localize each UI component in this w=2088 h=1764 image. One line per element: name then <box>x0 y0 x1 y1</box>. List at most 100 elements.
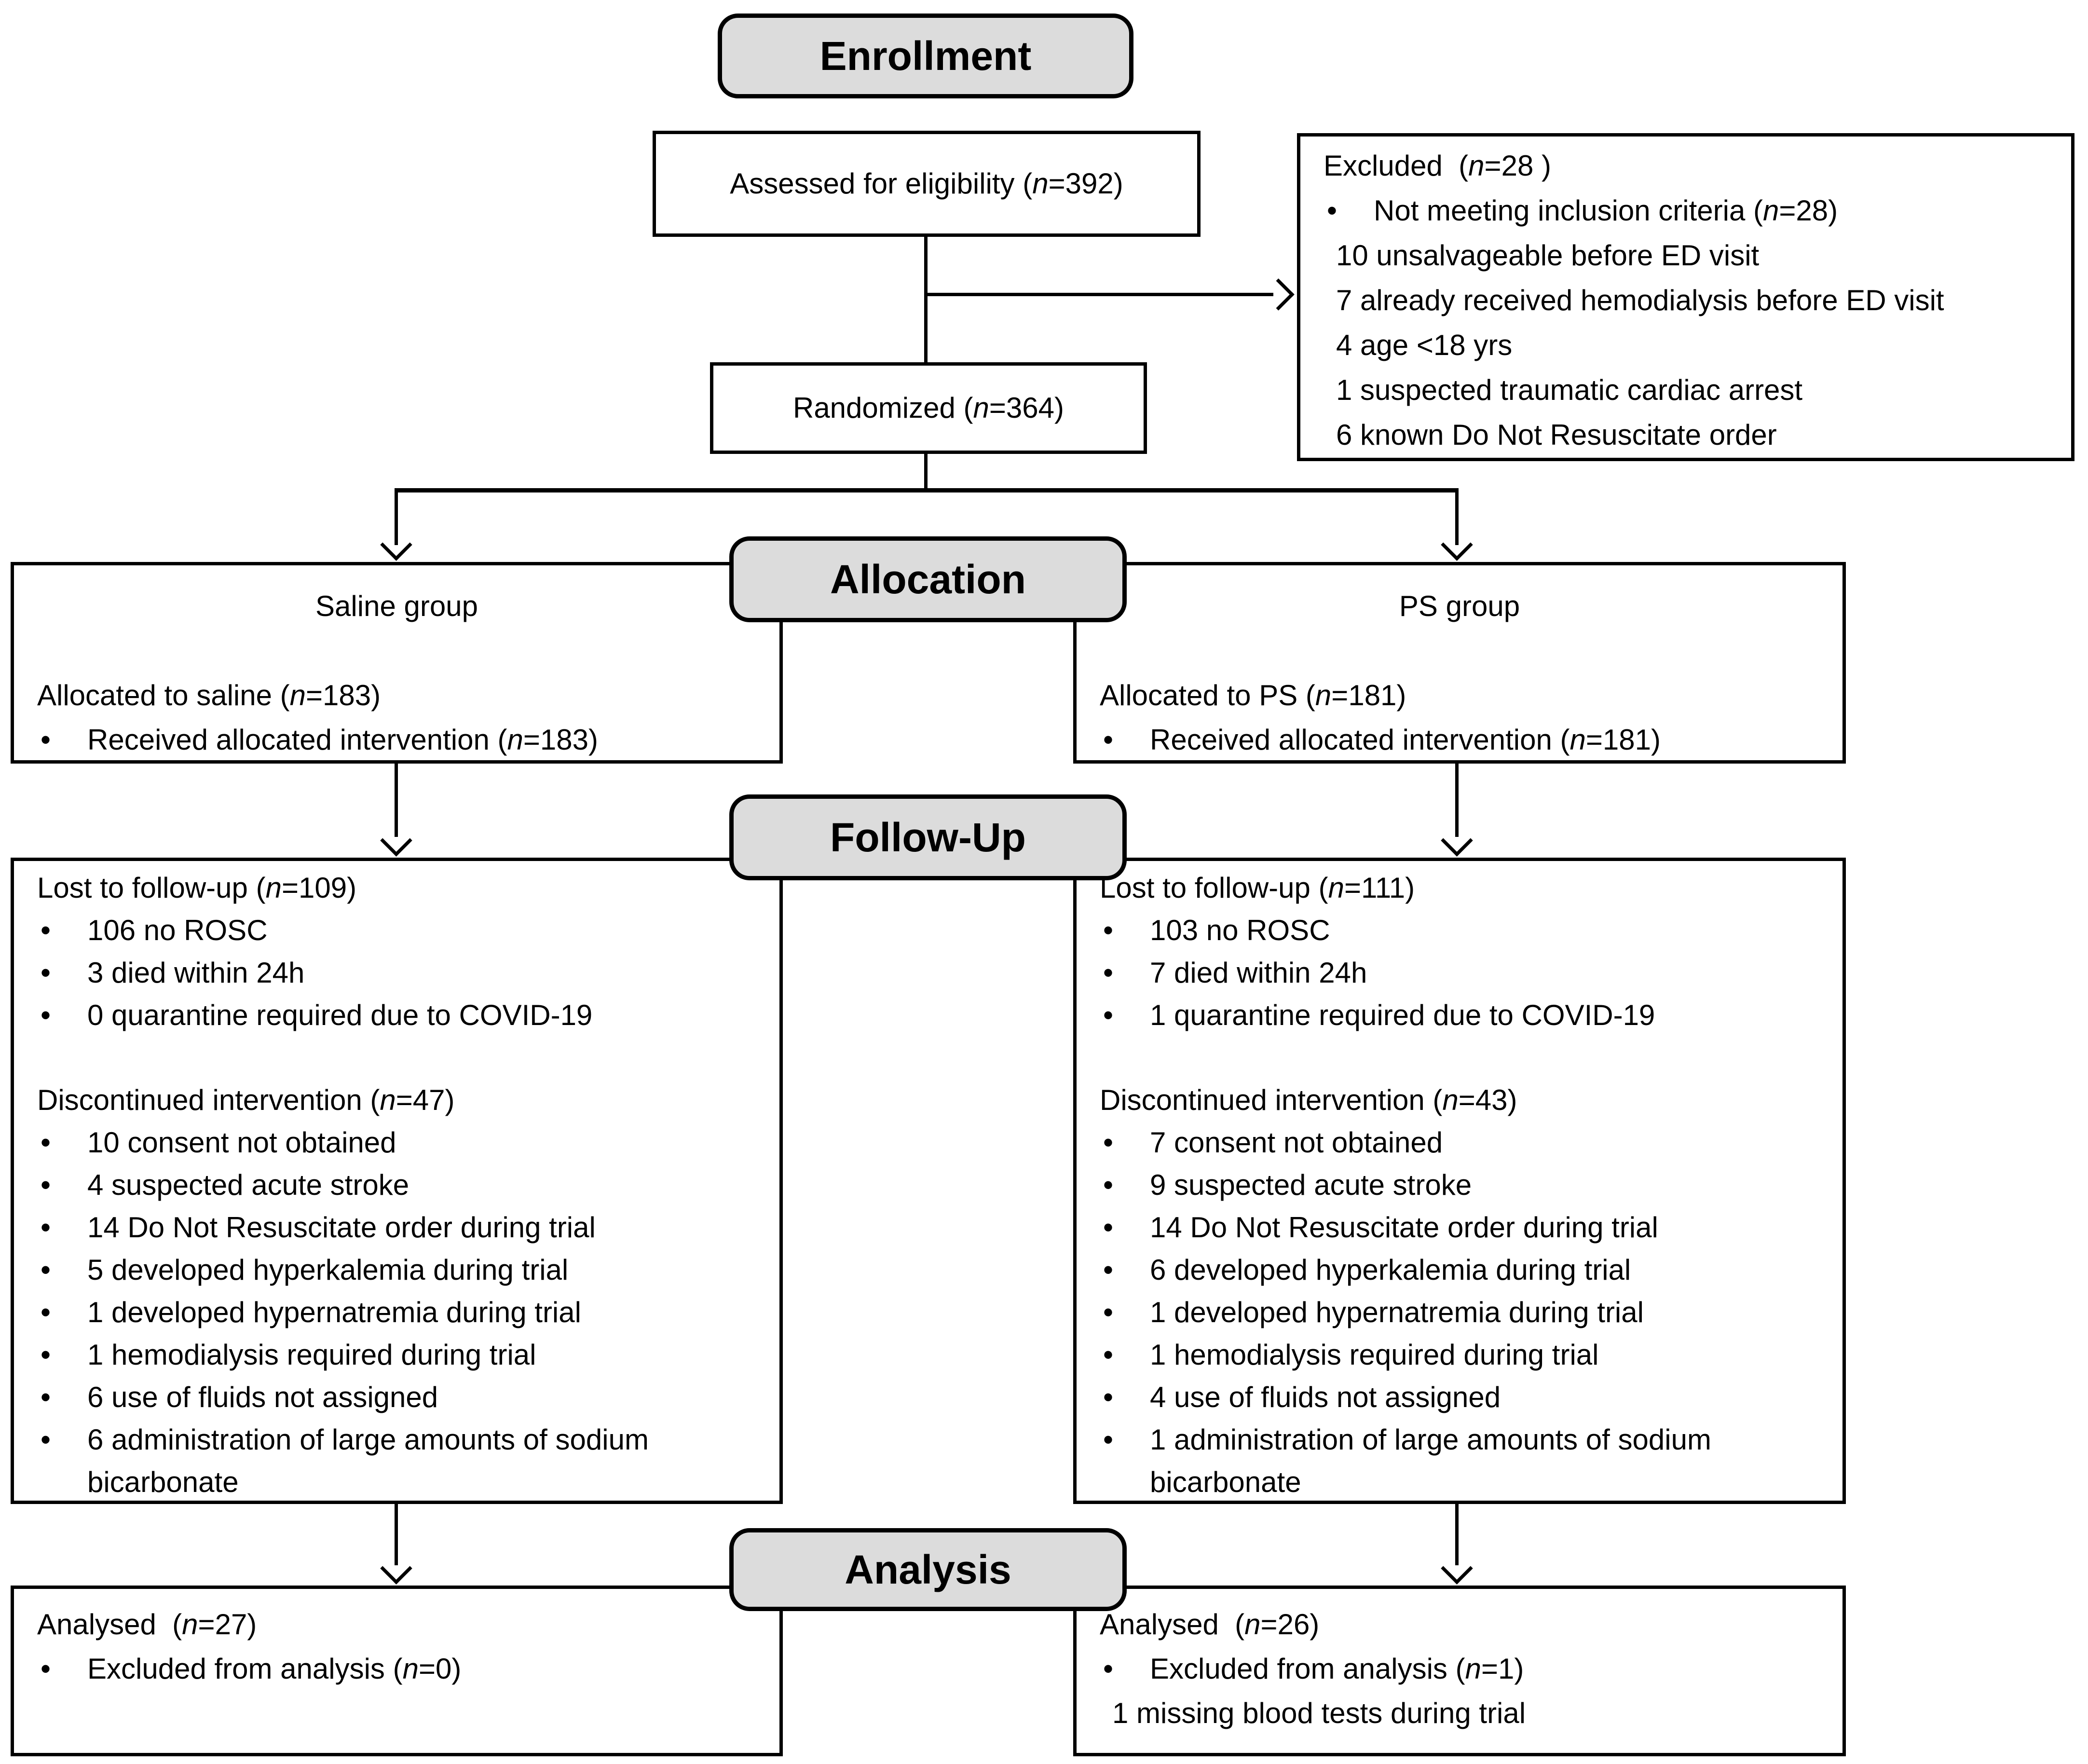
connector-branch-to-saline <box>395 488 398 545</box>
text-line: • 103 no ROSC <box>1077 909 1842 952</box>
text-line-content: Lost to follow-up (n=111) <box>1100 872 1415 904</box>
arrowhead-right-icon <box>1262 278 1295 311</box>
text-line-content: 1 quarantine required due to COVID-19 <box>1150 999 1655 1031</box>
text-line: •4 suspected acute stroke <box>14 1164 779 1206</box>
saline-group-content: Allocated to saline (n=183)•Received all… <box>14 673 779 762</box>
text-line: Lost to follow-up (n=111) <box>1077 867 1842 909</box>
text-line-content: 1 developed hypernatremia during trial <box>1150 1296 1644 1328</box>
text-line-content: 103 no ROSC <box>1150 914 1330 946</box>
bullet-marker: • <box>41 999 51 1031</box>
bullet-marker: • <box>41 1423 51 1456</box>
text-line: •14 Do Not Resuscitate order during tria… <box>14 1206 779 1249</box>
text-line: •3 died within 24h <box>14 952 779 994</box>
text-line-content: 1 suspected traumatic cardiac arrest <box>1336 374 1803 406</box>
text-line-content: 14 Do Not Resuscitate order during trial <box>87 1211 596 1244</box>
text-line-content: Not meeting inclusion criteria (n=28) <box>1374 194 1838 227</box>
arrowhead-down-icon <box>1441 824 1473 857</box>
text-line: •Received allocated intervention (n=183) <box>14 718 779 762</box>
allocation-header: Allocation <box>729 536 1127 622</box>
text-line: • 0 quarantine required due to COVID-19 <box>14 994 779 1037</box>
text-line-content: 4 suspected acute stroke <box>87 1169 409 1201</box>
text-line: Randomized (n=364) <box>793 386 1064 430</box>
text-line: • Not meeting inclusion criteria (n=28) <box>1300 188 2071 233</box>
text-line-content: Assessed for eligibility (n=392) <box>730 167 1123 200</box>
text-line: •Excluded from analysis (n=1) <box>1077 1647 1842 1691</box>
text-line-content: 106 no ROSC <box>87 914 268 946</box>
saline-group-box: Saline group Allocated to saline (n=183)… <box>11 562 783 764</box>
bullet-marker: • <box>1103 999 1114 1031</box>
text-line-content: 0 quarantine required due to COVID-19 <box>87 999 593 1031</box>
text-line: Excluded (n=28 ) <box>1300 143 2071 188</box>
text-line-content: Excluded from analysis (n=0) <box>87 1653 462 1685</box>
connector-ps-to-followup <box>1455 763 1459 837</box>
text-line-content: 1 developed hypernatremia during trial <box>87 1296 581 1328</box>
text-line-content: 4 use of fluids not assigned <box>1150 1381 1501 1413</box>
connector-assessed-to-randomized <box>924 236 928 362</box>
ps-group-content: Allocated to PS (n=181) • Received allocat… <box>1077 673 1842 762</box>
ps-group-box: PS group Allocated to PS (n=181) • Receive… <box>1073 562 1846 764</box>
ps-group-title: PS group <box>1399 590 1520 622</box>
text-line: Analysed (n=27) <box>14 1602 779 1647</box>
text-line: 7 already received hemodialysis before E… <box>1300 278 2071 323</box>
text-line: •6 use of fluids not assigned <box>14 1376 779 1419</box>
text-line-content: 6 known Do Not Resuscitate order <box>1336 419 1777 451</box>
text-line-content: Allocated to PS (n=181) <box>1100 679 1406 711</box>
bullet-marker: • <box>1327 194 1337 227</box>
text-line: • 5 developed hyperkalemia during trial <box>14 1249 779 1291</box>
analysis-header-label: Analysis <box>845 1546 1011 1592</box>
text-line: • 1 quarantine required due to COVID-19 <box>1077 994 1842 1037</box>
excluded-box: Excluded (n=28 ) • Not meeting inclusion c… <box>1297 133 2074 461</box>
bullet-marker: • <box>1103 1126 1114 1159</box>
bullet-marker: • <box>41 1339 51 1371</box>
text-line-content: 6 use of fluids not assigned <box>87 1381 438 1413</box>
text-line: • 1 developed hypernatremia during trial <box>1077 1291 1842 1334</box>
bullet-marker: • <box>1103 1339 1114 1371</box>
connector-branch-to-ps <box>1455 488 1459 545</box>
arrowhead-down-icon <box>1441 529 1473 561</box>
bullet-marker: • <box>1103 1296 1114 1328</box>
text-line: • 1 hemodialysis required during trial <box>1077 1334 1842 1376</box>
text-line: Lost to follow-up (n=109) <box>14 867 779 909</box>
arrowhead-down-icon <box>380 824 412 857</box>
text-line: 4 age <18 yrs <box>1300 323 2071 368</box>
bullet-marker: • <box>1103 1423 1114 1456</box>
text-line-content: 9 suspected acute stroke <box>1150 1169 1472 1201</box>
followup-header: Follow-Up <box>729 794 1127 880</box>
connector-followup-to-analysis-left <box>395 1504 398 1565</box>
enrollment-header: Enrollment <box>718 14 1133 98</box>
bullet-marker: • <box>1103 724 1114 756</box>
bullet-marker: • <box>41 1254 51 1286</box>
connector-followup-to-analysis-right <box>1455 1504 1459 1565</box>
bullet-marker: • <box>1103 1254 1114 1286</box>
bullet-marker: • <box>41 1296 51 1328</box>
text-line-content: 4 age <18 yrs <box>1336 329 1513 361</box>
branch-line <box>395 488 1459 492</box>
text-line: Analysed (n=26) <box>1077 1602 1842 1647</box>
text-line: •1 hemodialysis required during trial <box>14 1334 779 1376</box>
text-line: • 7 consent not obtained <box>1077 1121 1842 1164</box>
text-line: •6 administration of large amounts of so… <box>14 1419 779 1504</box>
bullet-marker: • <box>1103 914 1114 946</box>
bullet-marker: • <box>1103 1169 1114 1201</box>
text-line-content: 10 consent not obtained <box>87 1126 396 1159</box>
followup-saline-box: Lost to follow-up (n=109) • 106 no ROSC •3 … <box>11 858 783 1504</box>
text-line-content: Lost to follow-up (n=109) <box>37 872 357 904</box>
bullet-marker: • <box>41 957 51 989</box>
assessed-eligibility-box: Assessed for eligibility (n=392) <box>653 131 1201 237</box>
text-line-content: 5 developed hyperkalemia during trial <box>87 1254 569 1286</box>
text-line-content: 1 hemodialysis required during trial <box>1150 1339 1599 1371</box>
text-line-content: Received allocated intervention (n=181) <box>1150 724 1661 756</box>
text-line-content: 10 unsalvageable before ED visit <box>1336 239 1760 272</box>
bullet-marker: • <box>1103 1211 1114 1244</box>
text-line-content: 7 already received hemodialysis before E… <box>1336 284 1944 316</box>
text-line-content: 14 Do Not Resuscitate order during trial <box>1150 1211 1658 1244</box>
text-line-content: 1 missing blood tests during trial <box>1112 1697 1526 1729</box>
text-line-content: Discontinued intervention (n=47) <box>37 1084 455 1116</box>
text-line-content: 7 consent not obtained <box>1150 1126 1443 1159</box>
text-line: •7 died within 24h <box>1077 952 1842 994</box>
text-line: Allocated to PS (n=181) <box>1077 673 1842 718</box>
text-line: Discontinued intervention (n=43) <box>1077 1079 1842 1121</box>
bullet-marker: • <box>1103 1653 1114 1685</box>
analysis-ps-box: Analysed (n=26)•Excluded from analysis (… <box>1073 1586 1846 1756</box>
